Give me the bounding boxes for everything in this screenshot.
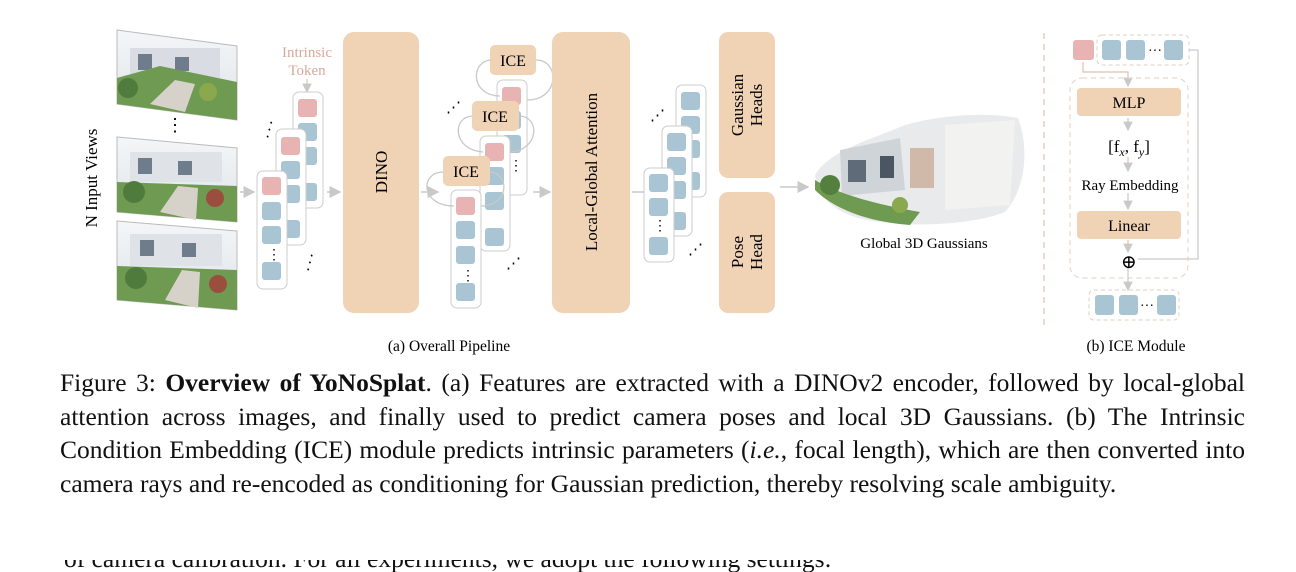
trailing-body-text: of camera calibration. For all experimen… [64,544,832,572]
svg-text:⋮: ⋮ [509,159,523,174]
subcaption-a: (a) Overall Pipeline [388,338,510,355]
local-global-attention-block [552,32,630,313]
gaussian-heads-label-1: Gaussian [728,73,747,136]
local-global-attention-label: Local-Global Attention [582,92,601,251]
ice-block-3 [443,156,490,186]
input-view-1 [116,29,238,121]
intrinsic-token-label-1: Intrinsic [282,45,332,61]
caption-text-1: . (a) Features are extracted with a DINO… [60,368,1245,464]
linear-label: Linear [1108,218,1150,235]
pose-head-label-1: Pose [728,236,747,268]
svg-text:⋮: ⋮ [653,219,667,234]
svg-text:⋰: ⋰ [506,256,521,272]
gaussian-heads-block [719,32,775,178]
svg-text:⋮: ⋮ [461,269,475,284]
ice-label-1: ICE [500,53,526,70]
svg-text:⋰: ⋰ [259,119,280,140]
input-view-3 [116,220,238,311]
mlp-label: MLP [1113,95,1146,112]
subcaption-b: (b) ICE Module [1086,338,1185,355]
svg-text:⋰: ⋰ [300,252,321,273]
global-3d-gaussians-render [815,114,1025,225]
svg-text:⋮: ⋮ [267,248,281,263]
ice-label-3: ICE [453,164,479,181]
figure: ⋮ N Input Views Intrinsic Token [82,29,1199,355]
ray-embedding-label: Ray Embedding [1081,178,1179,194]
gaussian-heads-label-2: Heads [747,84,766,126]
ice-block-1 [490,45,536,75]
intrinsic-token-label-2: Token [288,63,326,79]
ice-label-2: ICE [482,109,508,126]
figure-title: Overview of YoNoSplat [165,368,426,397]
pose-head-label-2: Head [747,234,766,270]
dino-label: DINO [372,151,391,194]
ice-module-diagram: ··· ··· [1069,34,1199,321]
caption-text-2: , focal length), which are then converte… [60,435,1245,498]
global-3d-gaussians-label: Global 3D Gaussians [860,236,988,252]
svg-text:⋰: ⋰ [650,108,665,124]
ellipsis-vertical: ⋮ [166,115,184,135]
input-view-images: ⋮ [116,29,238,311]
figure-number: Figure 3: [60,368,166,397]
ice-block-2 [472,101,519,131]
plus-icon: ⊕ [1121,252,1137,273]
svg-text:⋰: ⋰ [446,100,461,116]
focal-length-label: [fx, fy] [1108,137,1150,159]
svg-text:···: ··· [1148,44,1162,59]
input-view-2 [116,136,238,223]
token-stacks-input: ⋮ ⋰ ⋰ [256,91,324,290]
svg-text:⋰: ⋰ [688,242,703,258]
pose-head-block [719,192,775,313]
dino-block [343,32,419,313]
caption-ie: i.e. [749,435,781,464]
pipeline-diagram: ⋮ N Input Views Intrinsic Token [82,29,1199,355]
figure-caption: Figure 3: Overview of YoNoSplat. (a) Fea… [60,366,1245,500]
input-views-label: N Input Views [82,129,101,228]
svg-text:···: ··· [1140,299,1154,314]
token-stacks-output: ⋮ ⋰ ⋰ [643,84,707,263]
